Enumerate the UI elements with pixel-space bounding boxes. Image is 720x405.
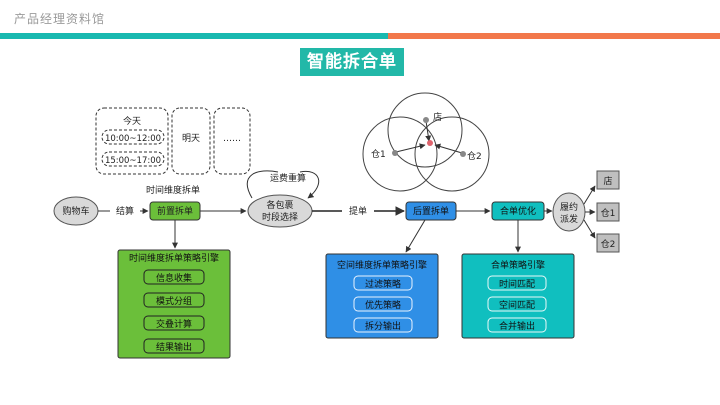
merge-engine-item-label: 时间匹配 — [499, 278, 535, 290]
time-engine-item — [143, 269, 205, 285]
more-label: …… — [223, 134, 241, 144]
fulfill-label-1: 履约 — [560, 201, 578, 213]
pre-split-label: 前置拆单 — [157, 205, 193, 217]
more-box — [213, 107, 251, 175]
center-node — [427, 140, 433, 146]
output-wh2-label: 仓2 — [601, 238, 616, 250]
page-title: 智能拆合单 — [300, 48, 404, 76]
checkout-label: 结算 — [116, 205, 134, 217]
output-wh2-box — [596, 233, 620, 253]
submit-label-bg — [342, 204, 374, 217]
space-engine-item-label: 优先策略 — [365, 299, 401, 311]
venn-arrow-wh2 — [434, 143, 463, 154]
output-store-box — [596, 170, 620, 190]
merge-engine-title: 合单策略引擎 — [491, 259, 545, 271]
merge-opt-label: 合单优化 — [500, 205, 536, 217]
recalc-label: 运费重算 — [270, 172, 306, 184]
header-bar-orange — [388, 33, 720, 39]
merge-engine-item-label: 合并输出 — [499, 320, 535, 332]
space-engine: 空间维度拆单策略引擎 过滤策略 优先策略 拆分输出 — [325, 253, 439, 339]
venn-label-wh1: 仓1 — [371, 148, 386, 160]
merge-engine-item — [487, 296, 547, 312]
today-label: 今天 — [123, 115, 141, 127]
store-node — [423, 117, 429, 123]
time-engine-item-label: 结果输出 — [156, 341, 192, 353]
venn-diagram: 店 仓1 仓2 — [362, 92, 490, 192]
venn-circle-wh1 — [362, 116, 438, 192]
time-split-label: 时间维度拆单 — [146, 184, 200, 196]
slot2-label: 15:00~17:00 — [105, 156, 161, 166]
venn-arrow-store — [425, 120, 432, 142]
arrow-to-store — [583, 185, 596, 205]
tomorrow-box — [171, 107, 211, 175]
output-wh1-label: 仓1 — [601, 207, 616, 219]
time-engine-item — [143, 292, 205, 308]
recalc-loop-left — [246, 170, 279, 199]
merge-engine-box — [461, 253, 575, 339]
time-engine-title: 时间维度拆单策略引擎 — [129, 252, 219, 264]
wh2-node — [460, 151, 466, 157]
cart-label: 购物车 — [62, 205, 89, 217]
space-engine-item — [353, 317, 413, 333]
tomorrow-label: 明天 — [182, 133, 200, 144]
slot1-label: 10:00~12:00 — [105, 134, 161, 144]
time-slot-group: 今天 10:00~12:00 15:00~17:00 明天 …… — [95, 107, 251, 175]
merge-engine-item — [487, 317, 547, 333]
venn-label-store: 店 — [433, 111, 442, 123]
package-label-2: 时段选择 — [262, 211, 298, 223]
brand-label: 产品经理资料馆 — [14, 12, 106, 26]
space-engine-box — [325, 253, 439, 339]
fulfill-label-2: 派发 — [560, 213, 578, 225]
venn-circle-wh2 — [414, 116, 490, 192]
venn-circle-store — [387, 92, 463, 168]
venn-arrow-wh1 — [395, 143, 426, 153]
space-engine-item-label: 拆分输出 — [365, 320, 401, 332]
merge-engine-item-label: 空间匹配 — [499, 299, 535, 311]
space-engine-item — [353, 275, 413, 291]
space-engine-item-label: 过滤策略 — [365, 278, 401, 290]
space-engine-title: 空间维度拆单策略引擎 — [337, 259, 427, 271]
checkout-label-bg — [110, 204, 140, 218]
arrow-to-wh2 — [583, 219, 596, 239]
wh1-node — [392, 150, 398, 156]
time-engine-box — [117, 249, 231, 359]
submit-label: 提单 — [349, 205, 367, 217]
merge-engine: 合单策略引擎 时间匹配 空间匹配 合并输出 — [461, 253, 575, 339]
time-engine-item-label: 模式分组 — [156, 295, 192, 307]
recalc-loop-right — [299, 170, 320, 199]
time-engine-item-label: 交叠计算 — [156, 318, 192, 330]
venn-label-wh2: 仓2 — [467, 150, 482, 162]
today-box — [95, 107, 169, 175]
time-engine: 时间维度拆单策略引擎 信息收集 模式分组 交叠计算 结果输出 — [117, 249, 231, 359]
output-store-label: 店 — [603, 175, 612, 187]
arrow-postsplit-to-space-engine — [405, 219, 426, 253]
header-bar-teal — [0, 33, 388, 39]
time-engine-item — [143, 338, 205, 354]
time-engine-item — [143, 315, 205, 331]
space-engine-item — [353, 296, 413, 312]
package-label-1: 各包裹 — [266, 199, 293, 211]
time-engine-item-label: 信息收集 — [156, 272, 192, 284]
merge-engine-item — [487, 275, 547, 291]
post-split-label: 后置拆单 — [413, 205, 449, 217]
output-wh1-box — [596, 202, 620, 222]
